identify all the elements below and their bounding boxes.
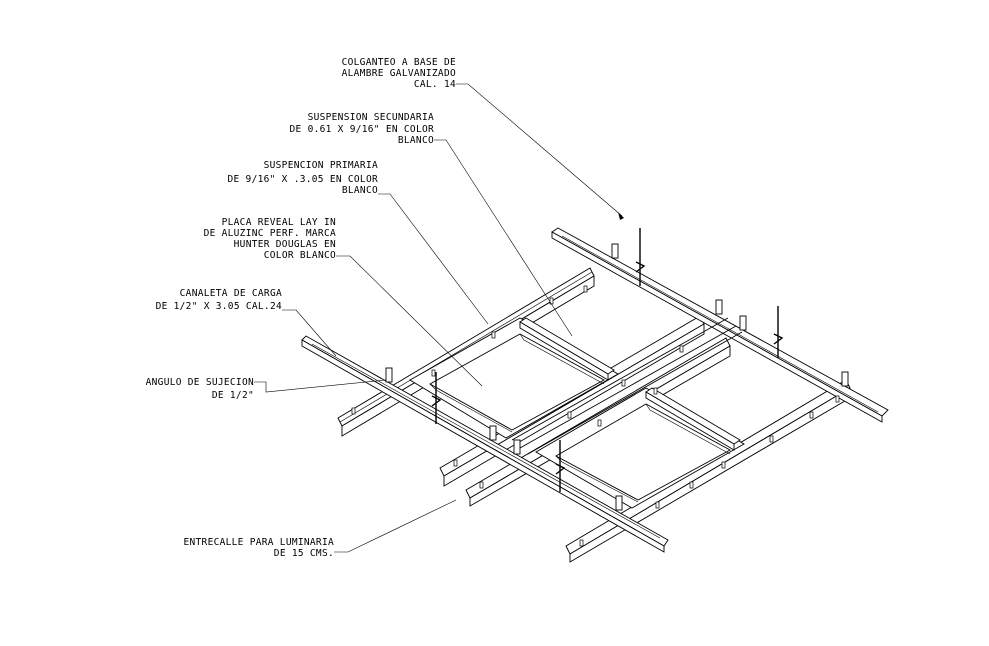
label-placa-line-3: HUNTER DOUGLAS EN bbox=[234, 239, 336, 250]
carrier-channel-back bbox=[551, 227, 889, 423]
label-canaleta-line-2: DE 1/2" X 3.05 CAL.24 bbox=[156, 301, 282, 312]
label-angulo-line-1: ANGULO DE SUJECION bbox=[146, 377, 254, 388]
label-placa-line-4: COLOR BLANCO bbox=[264, 250, 336, 261]
label-suspencion-primaria-line-2: DE 9/16" X .3.05 EN COLOR bbox=[228, 174, 379, 185]
ceiling-structure bbox=[301, 227, 889, 563]
leader-lines bbox=[254, 83, 624, 553]
hanger-wires bbox=[431, 228, 784, 492]
label-suspencion-primaria-line-3: BLANCO bbox=[342, 185, 378, 196]
luminaire-gap bbox=[511, 317, 743, 455]
label-colgante-line-3: CAL. 14 bbox=[414, 79, 456, 90]
label-suspension-secundaria-line-2: DE 0.61 X 9/16" EN COLOR bbox=[290, 124, 434, 135]
labels: COLGANTEO A BASE DE ALAMBRE GALVANIZADO … bbox=[146, 57, 456, 559]
label-entrecalle-line-1: ENTRECALLE PARA LUMINARIA bbox=[184, 537, 335, 548]
secondary-tee-1 bbox=[519, 317, 615, 381]
label-suspension-secundaria-line-1: SUSPENSION SECUNDARIA bbox=[308, 112, 434, 123]
carrier-channel-front bbox=[301, 335, 669, 553]
label-suspension-secundaria-line-3: BLANCO bbox=[398, 135, 434, 146]
label-entrecalle-line-2: DE 15 CMS. bbox=[274, 548, 334, 559]
label-suspencion-primaria-line-1: SUSPENCION PRIMARIA bbox=[264, 160, 378, 171]
runner-slots bbox=[351, 285, 840, 547]
label-placa-line-1: PLACA REVEAL LAY IN bbox=[222, 217, 336, 228]
label-canaleta-line-1: CANALETA DE CARGA bbox=[180, 288, 282, 299]
label-placa-line-2: DE ALUZINC PERF. MARCA bbox=[204, 228, 336, 239]
label-colgante-line-2: ALAMBRE GALVANIZADO bbox=[342, 68, 456, 79]
label-colgante-line-1: COLGANTEO A BASE DE bbox=[342, 57, 456, 68]
secondary-tee-2 bbox=[645, 387, 741, 451]
end-clips bbox=[385, 243, 849, 511]
label-angulo-line-2: DE 1/2" bbox=[212, 390, 254, 401]
